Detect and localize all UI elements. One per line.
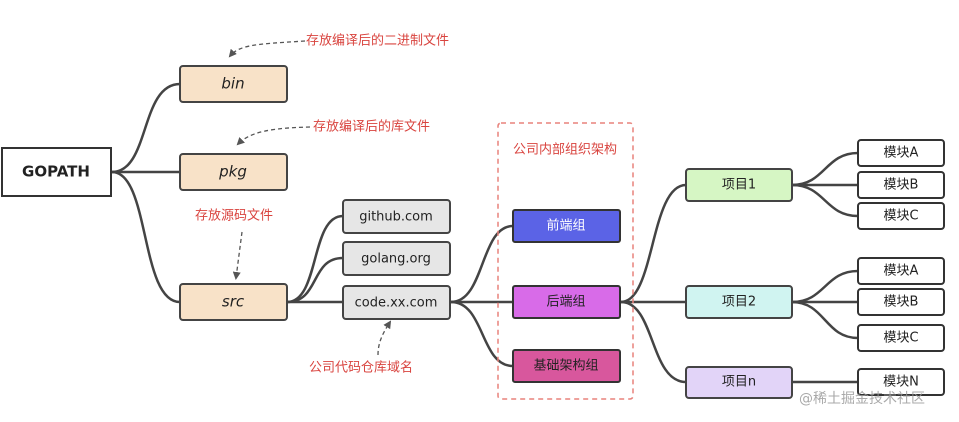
note-pkg: 存放编译后的库文件 (313, 119, 430, 135)
domain-label-github: github.com (359, 210, 433, 225)
connector-proj1-mc (790, 183, 860, 218)
domain-node-golang: golang.org (342, 241, 451, 276)
module-label-pn: 模块N (883, 375, 919, 390)
module-label-p2-a: 模块A (884, 264, 919, 279)
connector-codexx-frontend (449, 224, 515, 304)
connector-proj2-ma (790, 269, 860, 304)
module-node-p2-b: 模块B (857, 288, 945, 316)
connector-backend-proj1 (619, 183, 688, 304)
connector-src-github (285, 214, 345, 304)
annotation-arrow-domain (377, 320, 392, 356)
org-structure-title: 公司内部组织架构 (513, 142, 617, 158)
module-node-p2-a: 模块A (857, 257, 945, 285)
note-src: 存放源码文件 (195, 209, 273, 224)
pkg-node: pkg (179, 153, 288, 191)
annotation-arrow-src (232, 231, 243, 280)
group-node-infra: 基础架构组 (512, 349, 621, 383)
group-label-infra: 基础架构组 (533, 359, 598, 374)
group-node-backend: 后端组 (512, 285, 621, 319)
connector-src-golang (285, 256, 345, 304)
module-label-p1-a: 模块A (884, 146, 919, 161)
gopath-node: GOPATH (1, 147, 112, 197)
bin-label: bin (221, 75, 244, 93)
module-label-p2-c: 模块C (883, 331, 918, 346)
connector-gopath-src (110, 170, 182, 304)
src-node: src (179, 283, 288, 321)
module-node-p1-a: 模块A (857, 139, 945, 167)
group-label-backend: 后端组 (546, 295, 585, 310)
domain-node-codexx: code.xx.com (342, 285, 451, 320)
group-node-frontend: 前端组 (512, 209, 621, 243)
module-node-pn: 模块N (857, 368, 945, 396)
bin-node: bin (179, 65, 288, 103)
annotation-arrow-pkg (236, 126, 311, 146)
group-label-frontend: 前端组 (546, 218, 585, 234)
connector-codexx-infra (449, 300, 515, 368)
pkg-label: pkg (218, 163, 247, 181)
org-structure-frame (497, 122, 634, 400)
module-node-p1-b: 模块B (857, 171, 945, 199)
connector-proj1-ma (790, 151, 860, 187)
project-label-2: 项目2 (722, 295, 756, 310)
watermark: @稀土掘金技术社区 (799, 391, 925, 407)
connector-gopath-bin (110, 82, 182, 174)
module-label-p1-c: 模块C (883, 209, 918, 224)
note-bin: 存放编译后的二进制文件 (306, 33, 449, 49)
domain-node-github: github.com (342, 199, 451, 234)
connectors (110, 82, 860, 384)
project-node-2: 项目2 (685, 285, 793, 319)
project-label-n: 项目n (722, 375, 756, 390)
module-node-p2-c: 模块C (857, 324, 945, 352)
project-node-n: 项目n (685, 366, 793, 399)
module-label-p2-b: 模块B (884, 295, 919, 310)
project-node-1: 项目1 (685, 168, 793, 202)
project-label-1: 项目1 (722, 178, 756, 193)
domain-label-golang: golang.org (361, 252, 431, 267)
src-label: src (222, 293, 245, 311)
note-domain: 公司代码仓库域名 (309, 360, 413, 376)
domain-label-codexx: code.xx.com (355, 296, 438, 311)
module-label-p1-b: 模块B (884, 178, 919, 193)
connector-proj2-mc (790, 300, 860, 340)
module-node-p1-c: 模块C (857, 202, 945, 230)
annotation-arrows (228, 40, 392, 356)
connector-backend-projn (619, 300, 688, 384)
annotation-arrow-bin (228, 40, 306, 58)
gopath-label: GOPATH (22, 163, 90, 181)
